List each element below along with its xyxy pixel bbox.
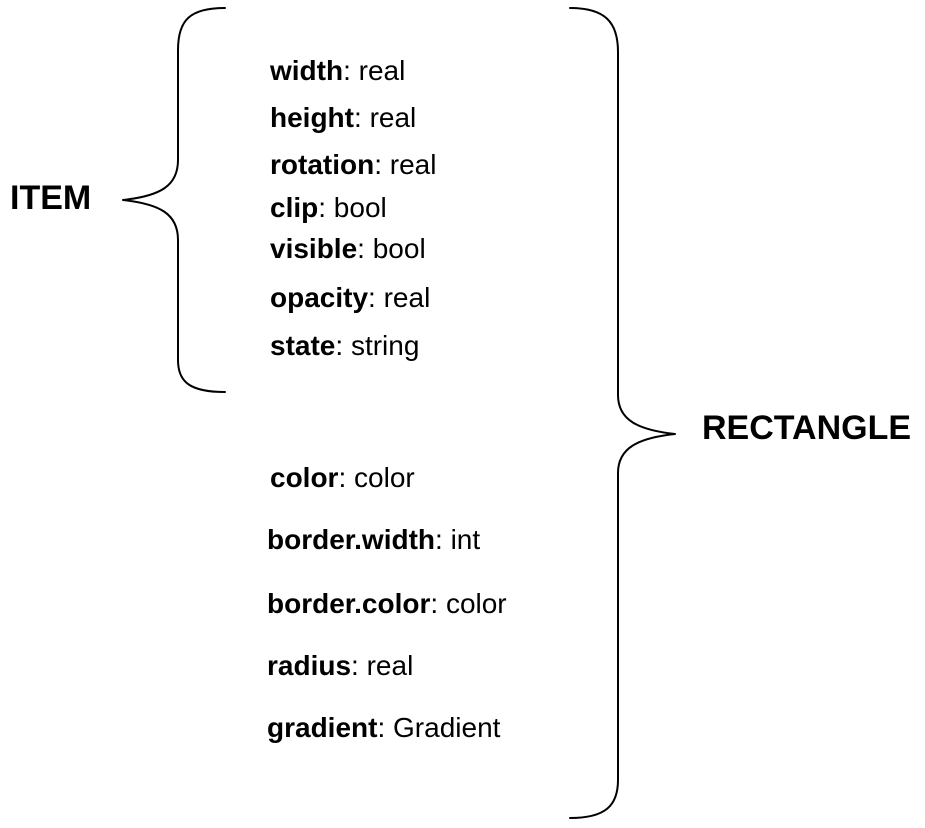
property-type: color bbox=[445, 588, 507, 619]
property-type: color bbox=[354, 462, 415, 493]
property-separator: : bbox=[343, 55, 359, 86]
property-name: border.color bbox=[267, 588, 431, 619]
property-separator: : bbox=[368, 282, 384, 313]
property-type: int bbox=[450, 524, 481, 555]
property-opacity: opacity: real bbox=[270, 284, 430, 312]
property-border-color: border.color: color bbox=[267, 590, 507, 618]
item-group-label: ITEM bbox=[10, 179, 92, 217]
property-name: opacity bbox=[270, 282, 369, 313]
property-rotation: rotation: real bbox=[270, 151, 436, 179]
property-separator: : bbox=[430, 588, 446, 619]
property-separator: : bbox=[374, 149, 390, 180]
property-separator: : bbox=[354, 102, 370, 133]
property-type: real bbox=[369, 102, 417, 133]
property-separator: : bbox=[351, 650, 367, 681]
property-name: border.width bbox=[267, 524, 435, 555]
property-separator: : bbox=[338, 462, 355, 493]
property-type: Gradient bbox=[393, 712, 501, 743]
property-name: height bbox=[270, 102, 354, 133]
property-border-width: border.width: int bbox=[267, 526, 480, 554]
rectangle-brace bbox=[569, 7, 676, 819]
property-type: bool bbox=[333, 192, 387, 223]
property-separator: : bbox=[357, 233, 373, 264]
property-name: color bbox=[270, 462, 339, 493]
property-name: visible bbox=[270, 233, 358, 264]
property-type: bool bbox=[372, 233, 426, 264]
property-type: real bbox=[358, 55, 406, 86]
property-visible: visible: bool bbox=[270, 235, 426, 263]
property-type: real bbox=[366, 650, 414, 681]
property-name: rotation bbox=[270, 149, 375, 180]
property-type: real bbox=[383, 282, 431, 313]
property-height: height: real bbox=[270, 104, 416, 132]
property-name: clip bbox=[270, 192, 319, 223]
property-separator: : bbox=[318, 192, 334, 223]
property-separator: : bbox=[377, 712, 394, 743]
item-brace bbox=[122, 7, 226, 393]
property-type: real bbox=[389, 149, 437, 180]
property-clip: clip: bool bbox=[270, 194, 387, 222]
property-gradient: gradient: Gradient bbox=[267, 714, 500, 742]
property-color: color: color bbox=[270, 464, 415, 492]
property-name: state bbox=[270, 330, 336, 361]
property-state: state: string bbox=[270, 332, 419, 360]
property-width: width: real bbox=[270, 57, 405, 85]
property-name: gradient bbox=[267, 712, 378, 743]
property-name: width bbox=[270, 55, 344, 86]
property-name: radius bbox=[267, 650, 352, 681]
property-separator: : bbox=[335, 330, 351, 361]
rectangle-group-label: RECTANGLE bbox=[702, 409, 912, 447]
property-separator: : bbox=[435, 524, 451, 555]
property-radius: radius: real bbox=[267, 652, 413, 680]
property-type: string bbox=[350, 330, 420, 361]
